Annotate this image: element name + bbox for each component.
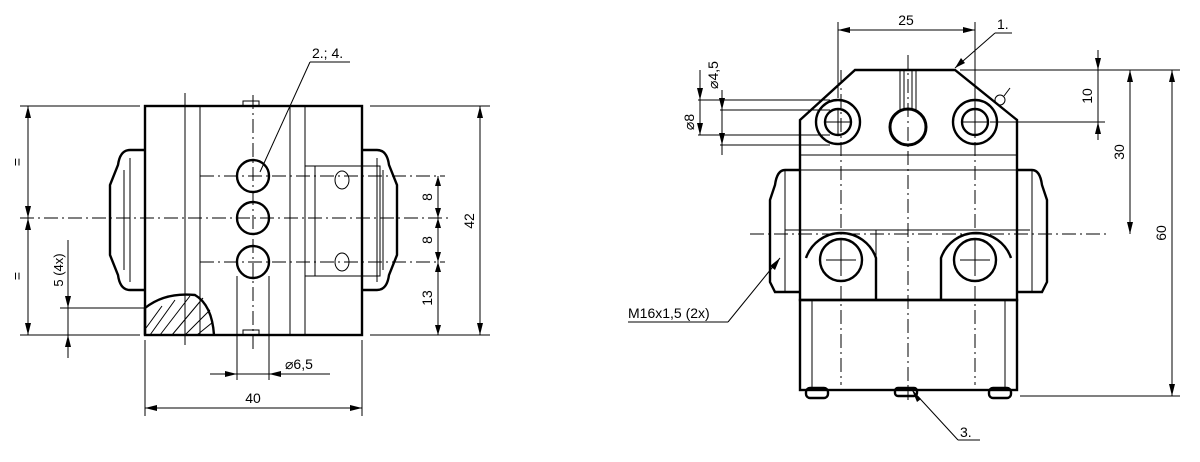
dim-width-40: 40 xyxy=(245,390,261,406)
front-view: 40 42 8 8 13 = = 5 (4x) xyxy=(9,45,490,416)
side-right-boss xyxy=(1017,168,1049,294)
dim-slot-depth: 5 (4x) xyxy=(51,253,66,286)
dim-equal-upper: = xyxy=(9,158,25,166)
dim-height-42: 42 xyxy=(461,213,477,229)
dim-small-diameter: ⌀4,5 xyxy=(705,61,721,89)
left-boss xyxy=(108,148,145,292)
dim-center-30: 30 xyxy=(1111,144,1127,160)
dim-equal-lower: = xyxy=(9,272,25,280)
dim-large-diameter: ⌀8 xyxy=(681,114,697,130)
callout-top: 1. xyxy=(997,16,1009,32)
side-view: 25 1. 10 30 60 xyxy=(628,12,1180,441)
dim-hole-diameter: ⌀6,5 xyxy=(285,356,313,372)
callout-bottom: 3. xyxy=(960,424,972,440)
top-left-port-outer xyxy=(814,98,862,146)
dim-top-width-25: 25 xyxy=(898,12,914,28)
dim-top-offset-10: 10 xyxy=(1079,88,1095,104)
dim-pitch-lower: 8 xyxy=(419,236,435,244)
right-boss xyxy=(362,148,399,292)
top-right-port-inner xyxy=(960,107,990,137)
callout-holes: 2.; 4. xyxy=(312,45,343,61)
section-hatch xyxy=(143,293,216,336)
dim-bottom-13: 13 xyxy=(419,290,435,306)
dim-total-60: 60 xyxy=(1153,225,1169,241)
side-block xyxy=(304,165,381,277)
dim-thread: M16x1,5 (2x) xyxy=(628,305,710,321)
top-left-port-inner xyxy=(823,107,853,137)
dim-pitch-upper: 8 xyxy=(419,193,435,201)
side-left-boss xyxy=(768,168,800,294)
